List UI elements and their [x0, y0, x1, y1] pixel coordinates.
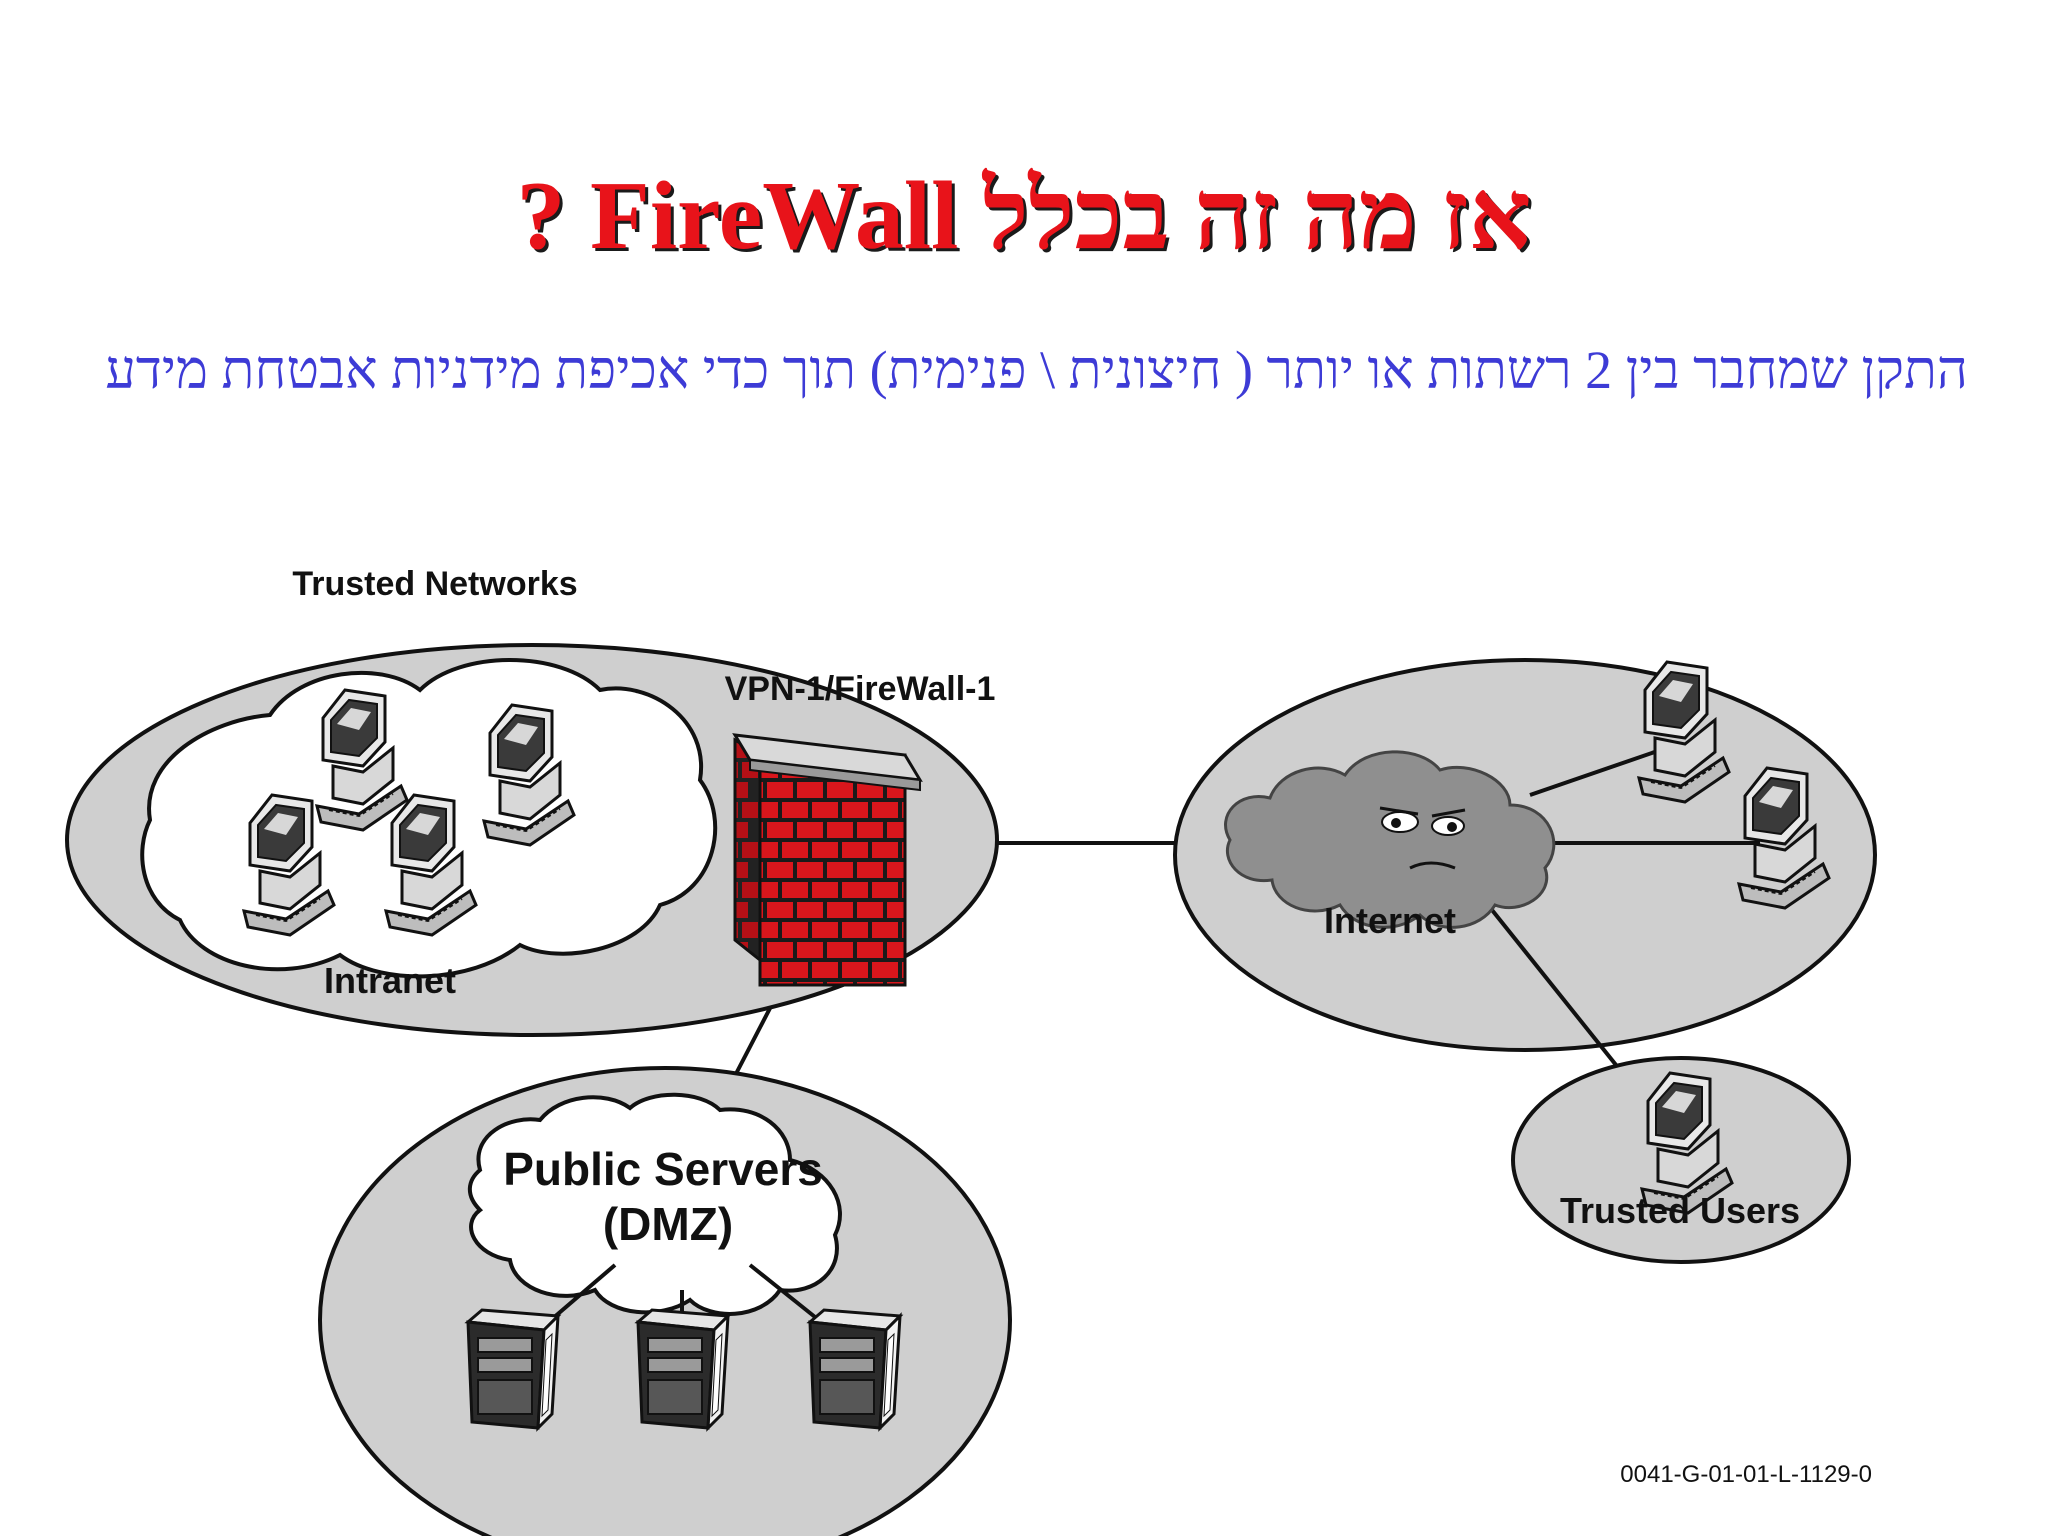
public-server-icon [636, 1308, 730, 1430]
public-server-icon [466, 1308, 560, 1430]
slide-subtitle: התקן שמחבר בין 2 רשתות או יותר ( חיצונית… [105, 340, 1968, 400]
firewall-label: VPN-1/FireWall-1 [725, 670, 996, 708]
slide-title: אז מה זה בכלל FireWall ? [516, 162, 1532, 270]
internet-label: Internet [1324, 900, 1456, 941]
public-servers-label: Public Servers [503, 1143, 823, 1195]
dmz-label: (DMZ) [603, 1198, 733, 1250]
figure-code: 0041-G-01-01-L-1129-0 [1620, 1461, 1872, 1488]
public-server-icon [808, 1308, 902, 1430]
trusted-users-label: Trusted Users [1560, 1190, 1800, 1231]
internet-cloud-icon [1224, 750, 1556, 929]
intranet-label: Intranet [324, 960, 456, 1001]
dmz-to-server3-link [748, 1263, 827, 1327]
internet-to-user1-link [1529, 743, 1676, 797]
internet-cloud-face [1379, 806, 1466, 870]
firewall-wall-icon [732, 733, 923, 987]
dmz-cloud [467, 1092, 842, 1316]
trusted-networks-label: Trusted Networks [292, 565, 577, 603]
